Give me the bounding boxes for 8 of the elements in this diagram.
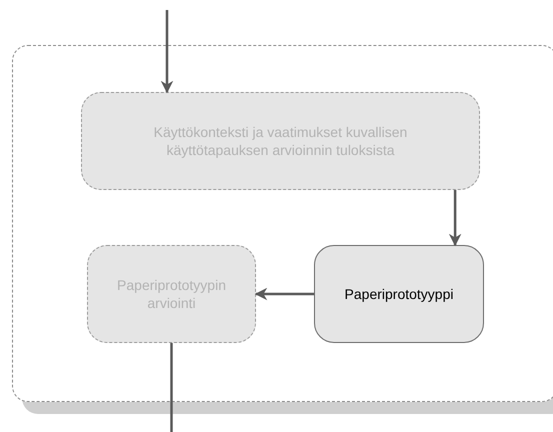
arrow [160, 10, 174, 94]
arrow [448, 190, 462, 246]
process-box [314, 245, 484, 343]
process-box [87, 245, 256, 343]
process-box [81, 92, 480, 190]
connector-line [170, 343, 173, 432]
arrow [254, 288, 314, 300]
box-label: Paperiprototyyppi [344, 284, 454, 304]
